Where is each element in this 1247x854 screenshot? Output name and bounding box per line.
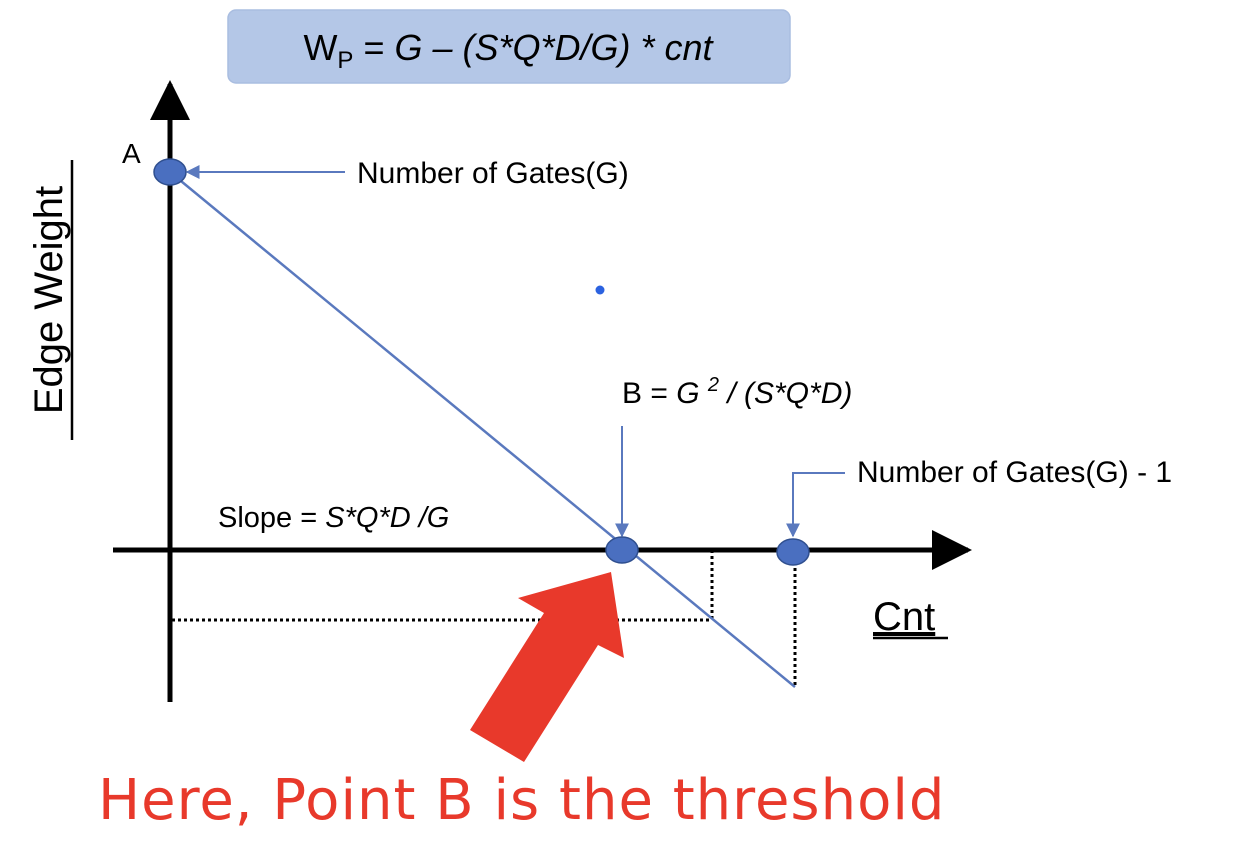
- point-gates-minus-one: [776, 538, 810, 566]
- gates-minus-one-label: Number of Gates(G) - 1: [857, 456, 1172, 489]
- threshold-arrow: [470, 572, 624, 762]
- point-b: [605, 536, 639, 564]
- stray-dot: [595, 285, 605, 295]
- slope-label: Slope = S*Q*D /G: [218, 502, 449, 534]
- formula-box: WP = G – (S*Q*D/G) * cnt: [227, 9, 791, 84]
- y-axis-label: Edge Weight: [27, 186, 71, 414]
- point-a-label: A: [122, 138, 141, 169]
- threshold-caption: Here, Point B is the threshold: [98, 768, 946, 833]
- dotted-guides: [172, 550, 797, 687]
- formula-box-bg: [227, 9, 791, 84]
- weight-line: [169, 171, 796, 688]
- point-a: [153, 158, 187, 186]
- point-b-label: B = G 2 / (S*Q*D): [622, 374, 852, 410]
- x-axis-label: Cnt: [873, 595, 935, 639]
- gates-label: Number of Gates(G): [357, 157, 629, 190]
- gates-minus-one-callout-arrow: [786, 472, 845, 538]
- formula-text: WP = G – (S*Q*D/G) * cnt: [303, 27, 714, 74]
